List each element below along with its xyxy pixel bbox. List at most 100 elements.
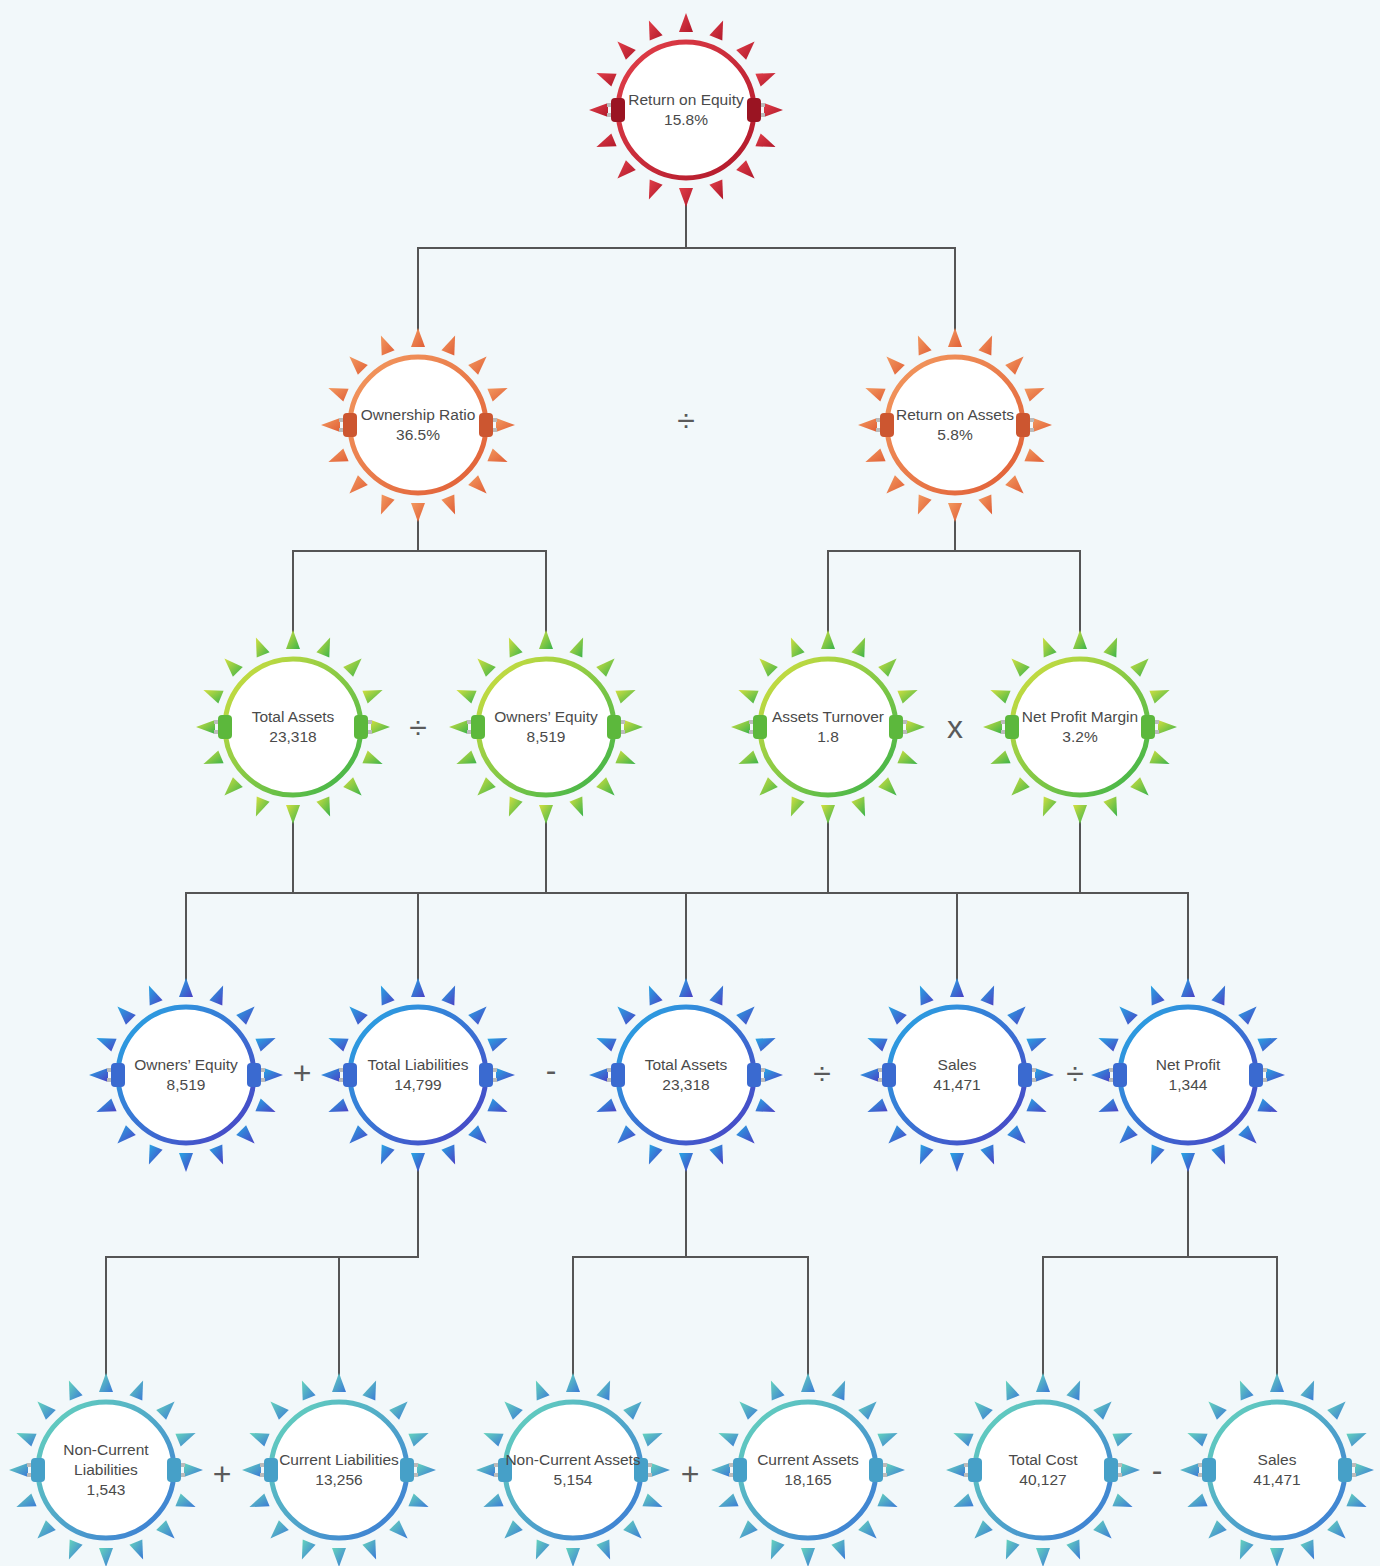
tree-connector — [686, 819, 1080, 985]
tree-connector — [293, 517, 418, 637]
node-text-area: Owners’ Equity8,519 — [116, 1005, 256, 1145]
node-text-area: Total Liabilities14,799 — [348, 1005, 488, 1145]
node-text-area: Current Assets18,165 — [738, 1400, 878, 1540]
sun-outline — [318, 975, 518, 1175]
sun-node: Return on Assets5.8% — [855, 325, 1055, 525]
sun-node: Sales41,471 — [857, 975, 1057, 1175]
operator-sign: ÷ — [677, 403, 695, 437]
node-value: 1,543 — [87, 1480, 126, 1500]
node-text-area: Non-Current Liabilities1,543 — [36, 1400, 176, 1540]
node-text-area: Ownership Ratio36.5% — [348, 355, 488, 495]
operator-sign: + — [213, 1457, 232, 1491]
tree-connector — [955, 517, 1080, 637]
node-value: 1.8 — [817, 727, 839, 747]
node-text-area: Net Profit Margin3.2% — [1010, 657, 1150, 797]
tree-connector — [186, 819, 546, 985]
node-value: 3.2% — [1062, 727, 1097, 747]
tree-connector — [1080, 819, 1188, 985]
sun-outline — [86, 975, 286, 1175]
node-title: Net Profit Margin — [1022, 707, 1138, 727]
sun-node: Sales41,471 — [1177, 1370, 1377, 1566]
sun-node: Return on Equity15.8% — [586, 10, 786, 210]
sun-outline — [446, 627, 646, 827]
tree-connector — [418, 819, 828, 985]
tree-connector — [418, 819, 546, 985]
node-title: Current Assets — [757, 1450, 859, 1470]
tree-connector — [957, 819, 1080, 985]
sun-outline — [855, 325, 1055, 525]
tree-connector — [686, 819, 828, 985]
tree-connector — [106, 1167, 418, 1380]
node-title: Sales — [938, 1055, 977, 1075]
tree-connector — [418, 819, 1080, 985]
tree-connector — [1188, 1167, 1277, 1380]
node-value: 23,318 — [269, 727, 316, 747]
node-value: 41,471 — [933, 1075, 980, 1095]
tree-connector — [186, 819, 828, 985]
sun-node: Owners’ Equity8,519 — [86, 975, 286, 1175]
node-text-area: Total Assets23,318 — [223, 657, 363, 797]
node-value: 15.8% — [664, 110, 708, 130]
node-title: Ownership Ratio — [361, 405, 476, 425]
node-value: 1,344 — [1169, 1075, 1208, 1095]
node-value: 8,519 — [167, 1075, 206, 1095]
node-text-area: Total Cost40,127 — [973, 1400, 1113, 1540]
node-value: 23,318 — [662, 1075, 709, 1095]
node-title: Return on Assets — [896, 405, 1014, 425]
node-value: 36.5% — [396, 425, 440, 445]
sun-outline — [728, 627, 928, 827]
node-text-area: Assets Turnover1.8 — [758, 657, 898, 797]
node-text-area: Return on Equity15.8% — [616, 40, 756, 180]
sun-outline — [980, 627, 1180, 827]
tree-connector — [293, 819, 418, 985]
tree-connector — [186, 819, 1080, 985]
node-title: Non-Current Assets — [505, 1450, 640, 1470]
operator-sign: ÷ — [813, 1056, 831, 1090]
sun-node: Non-Current Liabilities1,543 — [6, 1370, 206, 1566]
sun-node: Total Liabilities14,799 — [318, 975, 518, 1175]
tree-connector — [293, 819, 686, 985]
operator-sign: ÷ — [1066, 1056, 1084, 1090]
sun-node: Assets Turnover1.8 — [728, 627, 928, 827]
node-text-area: Return on Assets5.8% — [885, 355, 1025, 495]
sun-outline — [1088, 975, 1288, 1175]
sun-node: Non-Current Assets5,154 — [473, 1370, 673, 1566]
tree-connector — [186, 819, 293, 985]
operator-sign: + — [681, 1457, 700, 1491]
sun-node: Owners’ Equity8,519 — [446, 627, 646, 827]
node-text-area: Sales41,471 — [1207, 1400, 1347, 1540]
tree-connector — [293, 819, 1188, 985]
tree-connector — [686, 1167, 808, 1380]
node-text-area: Sales41,471 — [887, 1005, 1027, 1145]
sun-node: Total Cost40,127 — [943, 1370, 1143, 1566]
node-value: 13,256 — [315, 1470, 362, 1490]
sun-node: Current Liabilities13,256 — [239, 1370, 439, 1566]
tree-connector — [686, 202, 955, 335]
tree-connector — [293, 819, 957, 985]
operator-sign: ÷ — [409, 710, 427, 744]
sun-outline — [857, 975, 1057, 1175]
operator-sign: x — [947, 710, 963, 744]
operator-sign: - — [1152, 1453, 1163, 1487]
sun-outline — [318, 325, 518, 525]
tree-connector — [828, 517, 955, 637]
tree-connector — [1043, 1167, 1188, 1380]
sun-node: Total Assets23,318 — [586, 975, 786, 1175]
node-value: 5.8% — [937, 425, 972, 445]
node-text-area: Non-Current Assets5,154 — [503, 1400, 643, 1540]
tree-connector — [418, 517, 546, 637]
sun-node: Current Assets18,165 — [708, 1370, 908, 1566]
tree-connector — [573, 1167, 686, 1380]
node-value: 41,471 — [1253, 1470, 1300, 1490]
sun-node: Net Profit Margin3.2% — [980, 627, 1180, 827]
node-value: 5,154 — [554, 1470, 593, 1490]
sun-node: Total Assets23,318 — [193, 627, 393, 827]
sun-node: Net Profit1,344 — [1088, 975, 1288, 1175]
node-title: Total Cost — [1009, 1450, 1078, 1470]
node-value: 8,519 — [527, 727, 566, 747]
node-text-area: Net Profit1,344 — [1118, 1005, 1258, 1145]
node-title: Total Assets — [252, 707, 335, 727]
node-title: Net Profit — [1156, 1055, 1221, 1075]
